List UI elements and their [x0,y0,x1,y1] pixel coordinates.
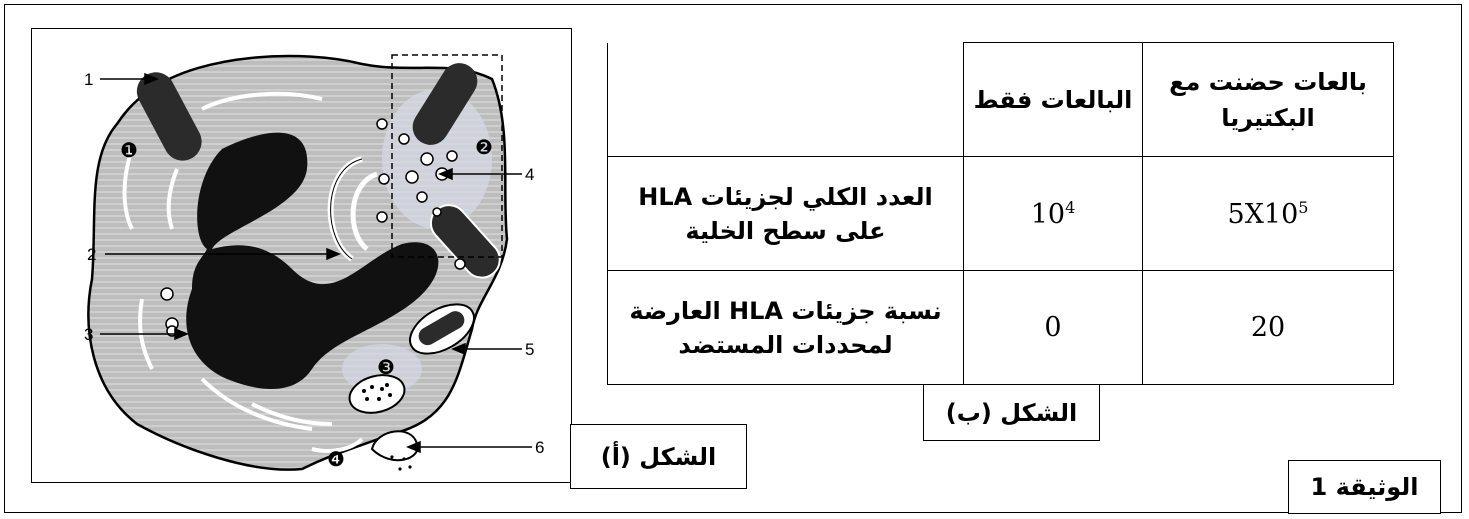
callout-6: 6 [535,438,544,457]
cell-presenting-ratio-macrophages-only: 0 [963,270,1143,385]
row-label-presenting-ratio: نسبة جزيئات HLA العارضة لمحددات المستضد [607,270,964,385]
region-marker-2: ❷ [475,135,493,159]
figure-a-macrophage-diagram: 1 2 3 4 5 6 ❶ ❷ ❸ ❹ [31,28,572,483]
cell-total-hla-macrophages-only: 104 [963,156,1143,271]
column-header-incubated: بالعات حضنت مع البكتيريا [1142,42,1394,157]
callout-5: 5 [525,340,534,359]
hla-data-table: بالعات حضنت مع البكتيريا البالعات فقط 5X… [607,42,1394,385]
organelle-1 [136,72,202,161]
nucleus [186,132,439,389]
cell-presenting-ratio-incubated: 20 [1142,270,1394,385]
region-2-dashed-box [391,54,503,258]
row-label-total-hla: العدد الكلي لجزيئات HLA على سطح الخلية [607,156,964,271]
callout-3: 3 [84,325,93,344]
organelle-2-top [412,63,478,145]
region-marker-4: ❹ [327,447,345,471]
cell-total-hla-incubated: 5X105 [1142,156,1394,271]
callout-4: 4 [525,165,534,184]
figure-a-label: الشكل (أ) [570,424,747,489]
callout-2: 2 [87,245,96,264]
callout-1: 1 [84,70,93,89]
region-marker-3: ❸ [377,355,395,379]
region-marker-1: ❶ [120,138,138,162]
table-corner-empty [607,42,964,157]
figure-b-label: الشكل (ب) [923,384,1100,441]
document-frame [4,4,1462,513]
column-header-macrophages-only: البالعات فقط [963,42,1143,157]
document-label: الوثيقة 1 [1288,460,1441,514]
